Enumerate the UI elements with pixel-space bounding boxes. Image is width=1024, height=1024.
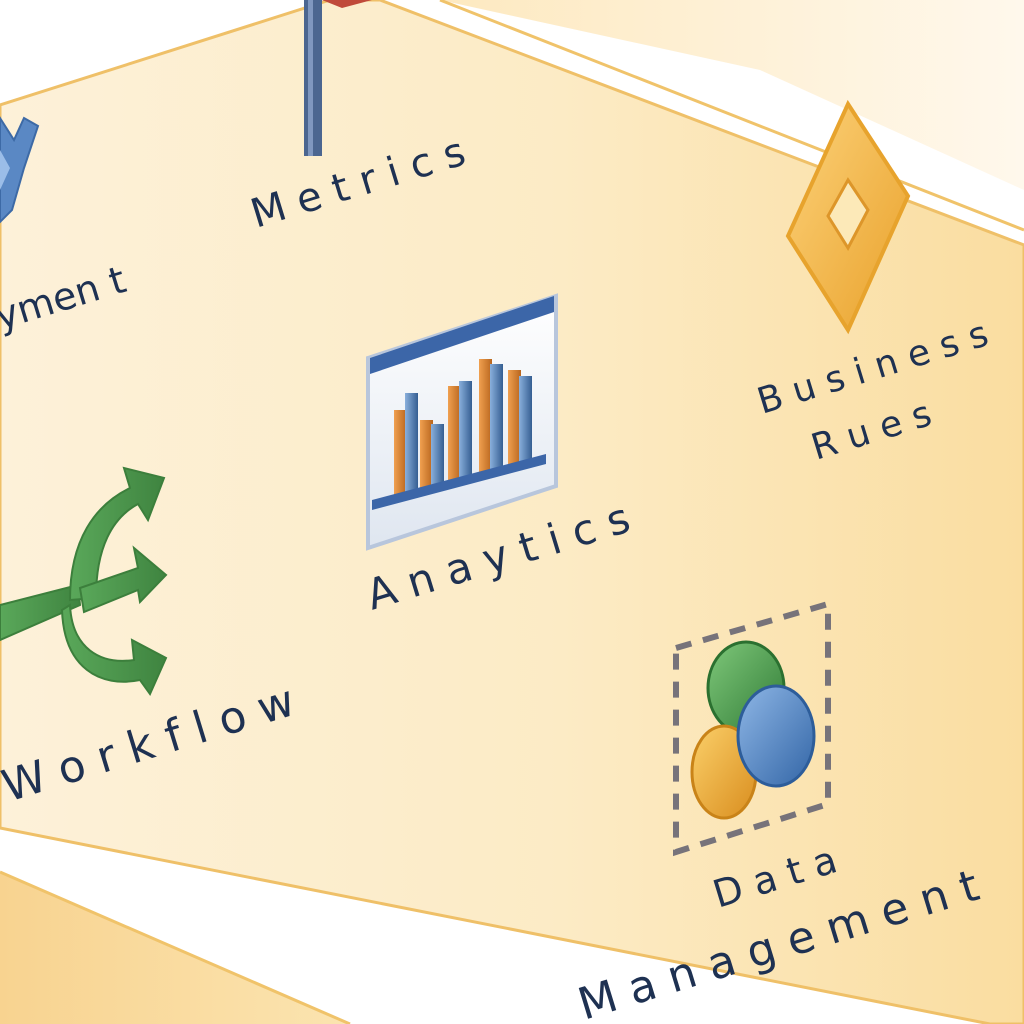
top-panel	[440, 0, 1024, 190]
chart-bar	[431, 424, 444, 488]
chart-bars	[394, 359, 532, 500]
branching-arrows-icon	[0, 466, 168, 697]
chart-bar	[479, 359, 492, 475]
chart-bar	[459, 381, 472, 481]
chart-bar	[508, 370, 521, 466]
bottom-panel-edge	[0, 870, 351, 1024]
deployment-icon	[0, 116, 40, 224]
chart-bar	[420, 420, 433, 492]
chart-bar	[448, 386, 461, 484]
overlapping-circles-icon	[673, 600, 831, 857]
chart-bar	[405, 393, 418, 495]
diamond-icon	[785, 99, 911, 335]
chart-bar	[519, 376, 532, 462]
top-panel-edge	[439, 0, 1024, 232]
chart-bar	[394, 410, 407, 500]
bar-chart-icon	[366, 293, 558, 551]
flag-pole-icon	[304, 0, 372, 156]
chart-bar	[490, 364, 503, 472]
